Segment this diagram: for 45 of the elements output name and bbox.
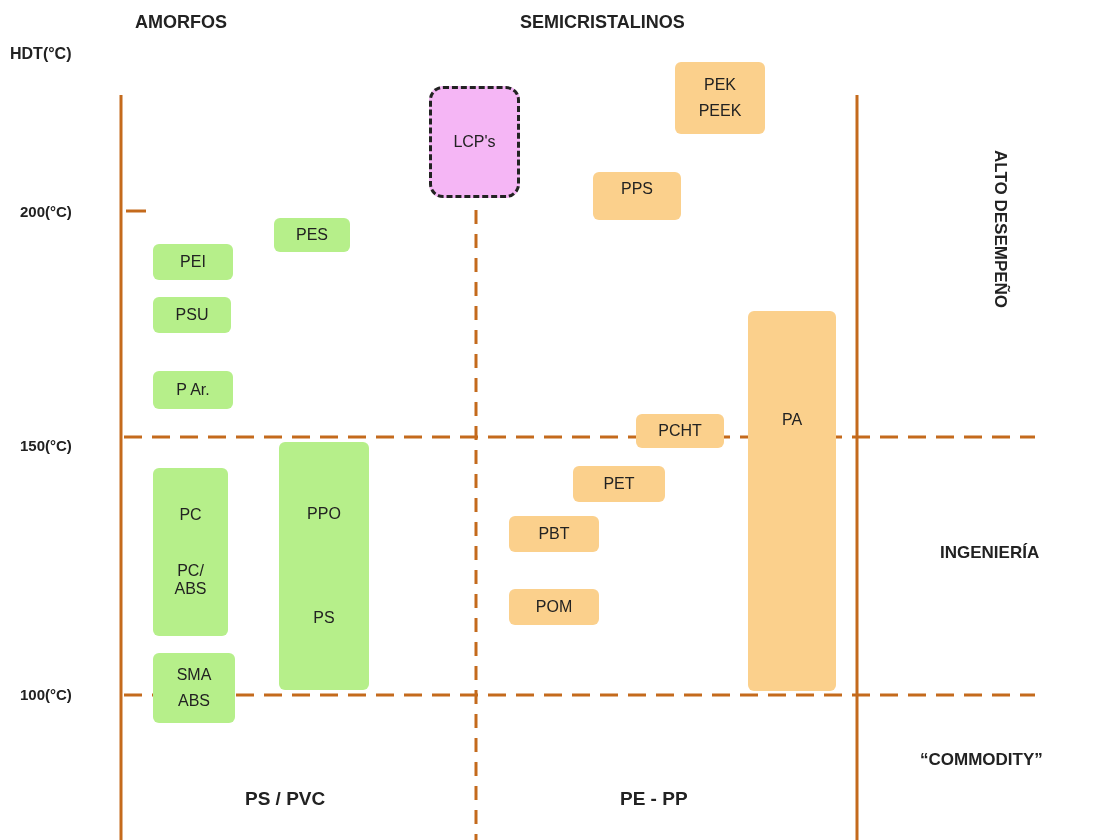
column-heading: AMORFOS — [135, 12, 227, 33]
polymer-name: PEK — [704, 76, 736, 94]
polymer-box — [153, 297, 231, 333]
polymer-name: P Ar. — [176, 381, 210, 399]
column-heading: SEMICRISTALINOS — [520, 12, 685, 33]
polymer-box — [153, 468, 228, 636]
polymer-box — [509, 516, 599, 552]
polymer-box — [279, 442, 369, 690]
polymer-box — [509, 589, 599, 625]
polymer-name: POM — [535, 598, 573, 616]
tick-label: 100(°C) — [20, 686, 72, 703]
polymer-box — [153, 653, 235, 723]
polymer-name: PSU — [175, 306, 209, 324]
tick-label: 200(°C) — [20, 203, 72, 220]
polymer-name: PPO — [307, 505, 341, 523]
category-label: “COMMODITY” — [920, 750, 1043, 770]
axis-title: HDT(°C) — [10, 45, 72, 63]
polymer-box — [636, 414, 724, 448]
polymer-name: LCP's — [453, 133, 496, 151]
polymer-name: PS — [313, 609, 335, 627]
region-label: PE - PP — [620, 788, 688, 810]
polymer-box — [573, 466, 665, 502]
polymer-name: PCHT — [658, 422, 702, 440]
polymer-box — [593, 172, 681, 220]
polymer-box — [153, 244, 233, 280]
polymer-name: PEEK — [698, 102, 742, 120]
polymer-name: PET — [603, 475, 635, 493]
polymer-box — [153, 371, 233, 409]
polymer-name: PES — [296, 226, 328, 244]
region-label: PS / PVC — [245, 788, 326, 810]
tick-label: 150(°C) — [20, 437, 72, 454]
category-label: INGENIERÍA — [940, 543, 1040, 563]
polymer-name: PBT — [538, 525, 570, 543]
polymer-name: ABS — [178, 692, 210, 710]
polymer-name: PC — [179, 506, 202, 524]
polymer-name: PPS — [621, 180, 653, 198]
polymer-name: PC/ ABS — [173, 562, 208, 598]
polymer-box — [748, 311, 836, 691]
polymer-name: PA — [781, 411, 803, 429]
polymer-box — [429, 86, 520, 198]
polymer-name: SMA — [176, 666, 212, 684]
polymer-box — [675, 62, 765, 134]
polymer-name: PEI — [180, 253, 206, 271]
polymer-box — [274, 218, 350, 252]
category-label: ALTO DESEMPEÑO — [990, 150, 1010, 309]
